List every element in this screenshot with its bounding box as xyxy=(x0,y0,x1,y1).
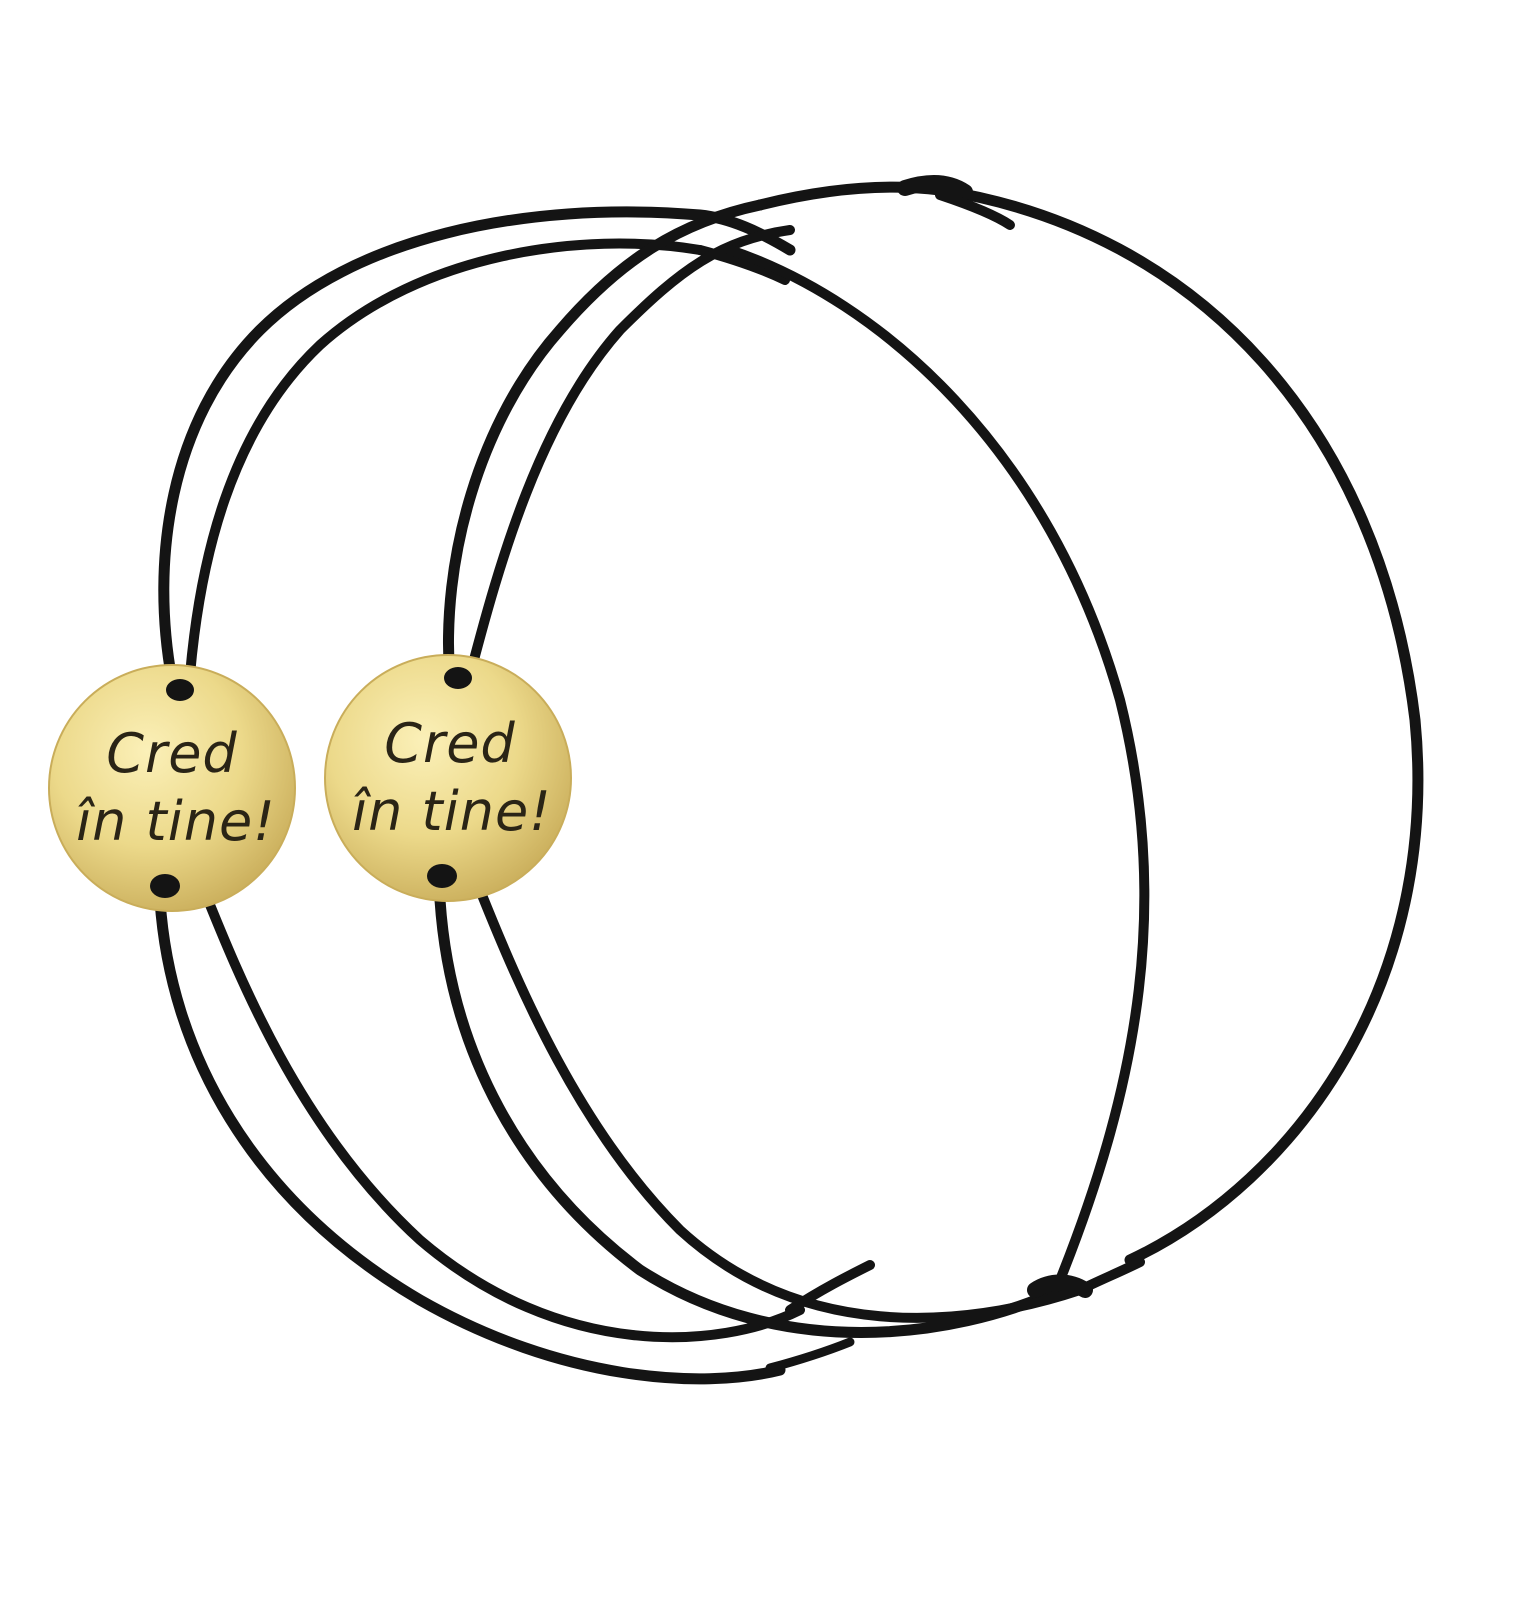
pendant-right: Cred în tine! xyxy=(324,654,572,902)
pendant-left-hole-bottom xyxy=(150,874,180,898)
pendant-left-disc xyxy=(48,664,296,912)
pendant-right-hole-bottom xyxy=(427,864,457,888)
pendant-right-disc xyxy=(324,654,572,902)
pendant-left-line2: în tine! xyxy=(76,790,276,853)
pendant-right-line2: în tine! xyxy=(352,780,552,843)
bracelet-right-cord xyxy=(434,175,1424,1338)
pendant-left-line1: Cred xyxy=(106,722,237,785)
pendant-right-line1: Cred xyxy=(384,712,515,775)
pendant-right-hole-top xyxy=(444,667,472,689)
pendant-left: Cred în tine! xyxy=(48,664,296,912)
pendant-left-hole-top xyxy=(166,679,194,701)
